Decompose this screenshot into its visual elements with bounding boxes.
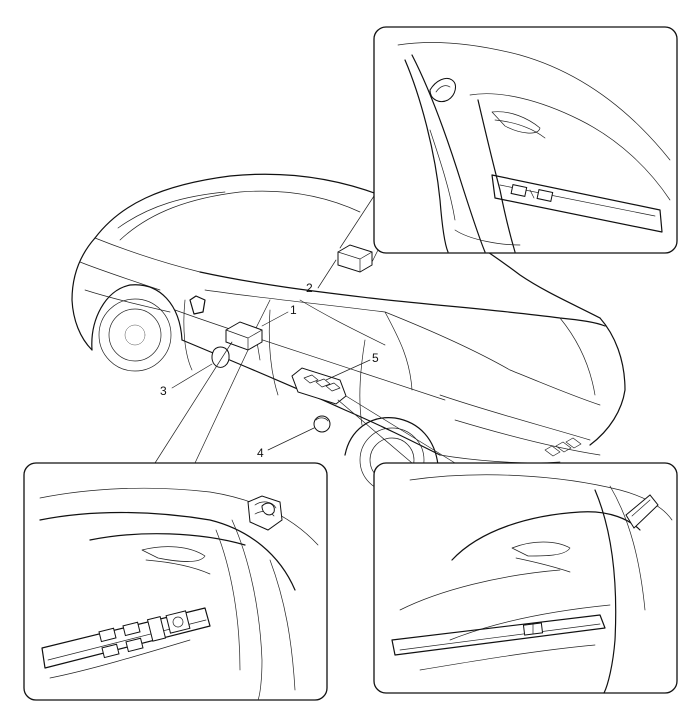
part-1-switch-module (225, 321, 263, 351)
part-4-sensor (313, 415, 331, 433)
part-3-sensor (211, 346, 230, 368)
callout-3: 3 (160, 384, 167, 398)
detail-view-passenger-door (373, 462, 678, 694)
detail-view-rear-door (373, 26, 678, 254)
car-body (71, 173, 626, 493)
callout-4: 4 (257, 446, 264, 460)
callout-1: 1 (290, 303, 297, 317)
callout-5: 5 (372, 351, 379, 365)
part-2-switch-module (337, 244, 373, 273)
callout-2: 2 (306, 281, 313, 295)
detail-view-driver-door (23, 462, 328, 701)
part-5-power-window-switch (291, 367, 347, 405)
leader-lines (154, 195, 456, 464)
